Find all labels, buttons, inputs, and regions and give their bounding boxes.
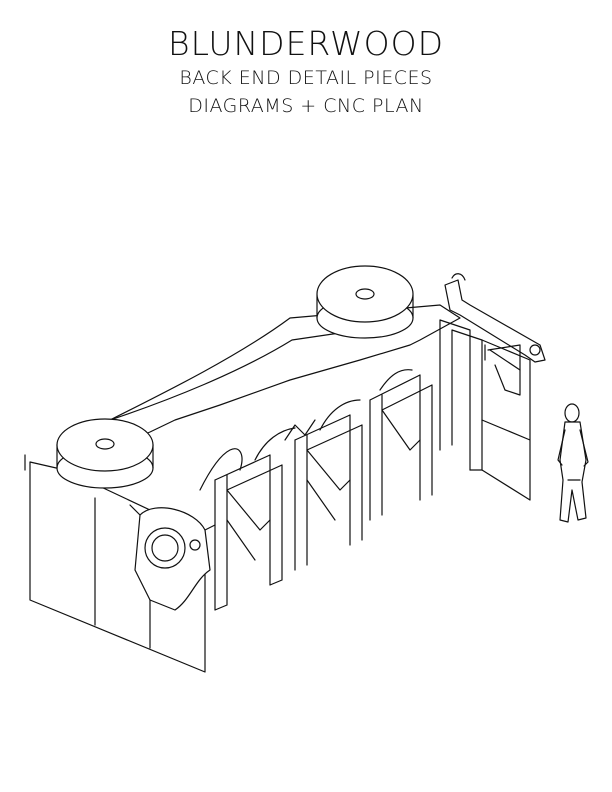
left-turntable (57, 419, 153, 488)
page-title: BLUNDERWOOD (167, 24, 445, 63)
frame-arches (200, 370, 412, 490)
top-platform (65, 305, 460, 462)
right-arm-prop (445, 274, 545, 395)
title-block: BLUNDERWOOD BACK END DETAIL PIECES DIAGR… (0, 24, 612, 120)
page-subtitle-line-2: DIAGRAMS + CNC PLAN (188, 95, 424, 117)
right-turntable (317, 266, 413, 338)
page-subtitle-line-1: BACK END DETAIL PIECES (179, 67, 433, 89)
left-gear-panel (130, 505, 215, 610)
side-truss-frames (215, 320, 530, 610)
standing-figure (558, 404, 588, 522)
